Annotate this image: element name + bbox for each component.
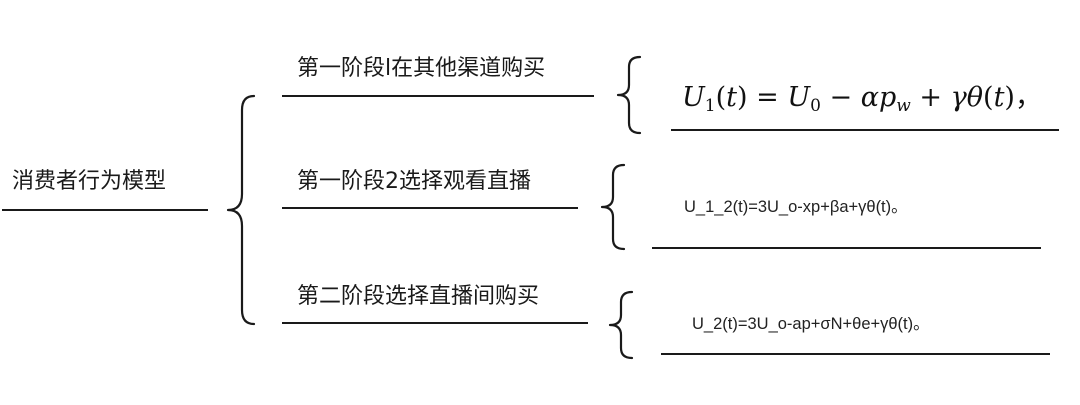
branch-2-equation-underline: [652, 247, 1041, 249]
branch-2-underline: [282, 207, 578, 209]
branch-1-equation-underline: [671, 129, 1059, 131]
root-underline: [2, 209, 208, 211]
root-label: 消费者行为模型: [12, 169, 167, 194]
branch-1-brace: [616, 55, 642, 135]
main-brace: [226, 94, 256, 326]
branch-2-label: 第一阶段2选择观看直播: [297, 169, 531, 194]
branch-3-equation-underline: [661, 353, 1050, 355]
branch-1-equation: U1(t) = U0 − αpw + γθ(t)，: [682, 82, 1042, 116]
branch-1-label: 第一阶段l在其他渠道购买: [297, 56, 546, 81]
branch-2-equation: U_1_2(t)=3U_o-xp+βa+γθ(t)。: [684, 198, 908, 216]
branch-3-brace: [608, 290, 634, 360]
branch-3-underline: [282, 322, 588, 324]
branch-3-equation: U_2(t)=3U_o-ap+σN+θe+γθ(t)。: [692, 315, 930, 333]
branch-2-brace: [600, 163, 626, 251]
branch-1-underline: [282, 95, 594, 97]
branch-3-label: 第二阶段选择直播间购买: [297, 284, 540, 309]
